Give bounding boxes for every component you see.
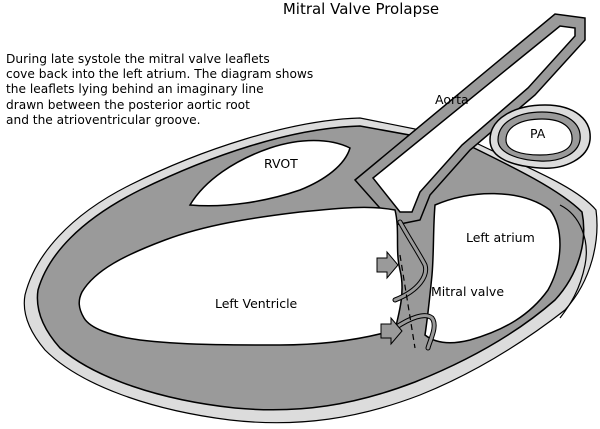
- label-mitral-valve: Mitral valve: [431, 284, 504, 299]
- label-pa: PA: [530, 126, 546, 141]
- label-left-ventricle: Left Ventricle: [215, 296, 298, 311]
- label-aorta: Aorta: [435, 92, 469, 107]
- label-left-atrium: Left atrium: [466, 230, 535, 245]
- label-rvot: RVOT: [264, 156, 298, 171]
